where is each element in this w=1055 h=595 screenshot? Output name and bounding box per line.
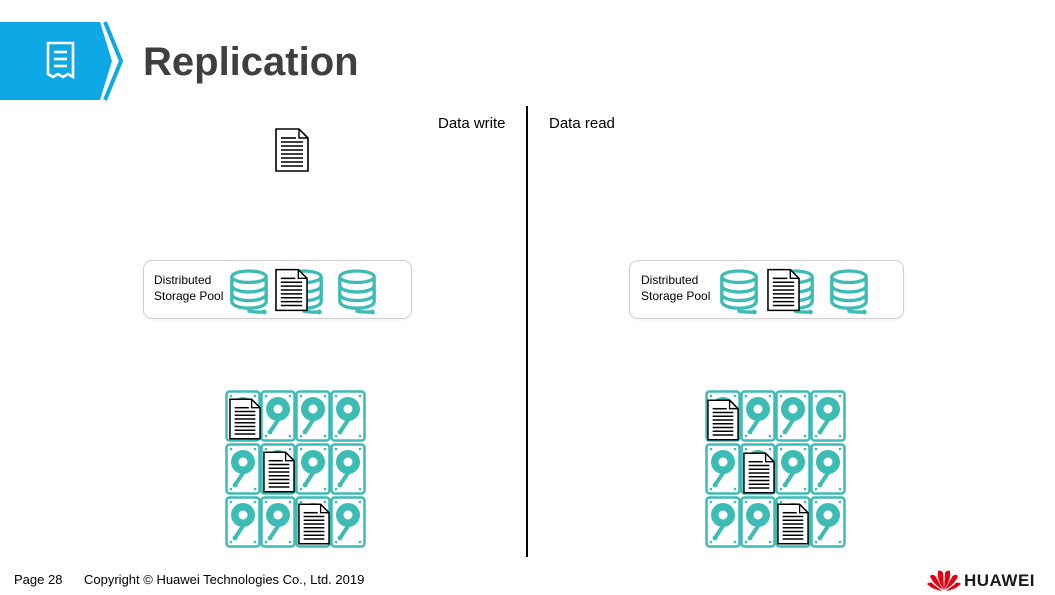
pool-label-line1: Distributed xyxy=(641,273,699,287)
hard-disk-icon xyxy=(740,496,776,548)
hard-disk-icon xyxy=(775,390,811,442)
database-icon xyxy=(336,269,378,315)
document-icon xyxy=(298,502,330,546)
hard-disk-icon xyxy=(330,443,366,495)
hard-disk-icon xyxy=(330,390,366,442)
brand-name: HUAWEI xyxy=(964,571,1035,590)
hard-disk-icon xyxy=(705,443,741,495)
pool-label-line1: Distributed xyxy=(154,273,212,287)
data-read-label: Data read xyxy=(549,115,615,132)
hard-disk-icon xyxy=(295,390,331,442)
database-icon xyxy=(718,269,760,315)
document-icon xyxy=(275,128,309,172)
hard-disk-icon xyxy=(295,443,331,495)
document-icon xyxy=(743,451,775,495)
document-list-icon xyxy=(46,41,75,80)
hard-disk-icon xyxy=(260,496,296,548)
hard-disk-icon xyxy=(225,443,261,495)
panel-divider xyxy=(526,106,528,557)
hard-disk-icon xyxy=(810,390,846,442)
document-icon xyxy=(229,397,261,441)
hard-disk-icon xyxy=(225,496,261,548)
database-icon xyxy=(228,269,270,315)
document-icon xyxy=(263,450,295,494)
pool-label-line2: Storage Pool xyxy=(641,289,711,303)
hard-disk-icon xyxy=(775,443,811,495)
page-title: Replication xyxy=(143,40,359,84)
page-number: Page 28 xyxy=(14,572,63,587)
hard-disk-icon xyxy=(810,443,846,495)
database-icon xyxy=(828,269,870,315)
data-write-label: Data write xyxy=(438,115,506,132)
document-icon xyxy=(275,268,308,312)
document-icon xyxy=(777,502,809,546)
hard-disk-icon xyxy=(740,390,776,442)
hard-disk-icon xyxy=(260,390,296,442)
huawei-logo-icon xyxy=(927,570,961,591)
document-icon xyxy=(767,268,800,312)
title-band xyxy=(0,21,124,101)
document-icon xyxy=(707,398,739,442)
pool-label-line2: Storage Pool xyxy=(154,289,224,303)
hard-disk-icon xyxy=(810,496,846,548)
copyright: Copyright © Huawei Technologies Co., Ltd… xyxy=(84,572,365,587)
hard-disk-icon xyxy=(330,496,366,548)
hard-disk-icon xyxy=(705,496,741,548)
